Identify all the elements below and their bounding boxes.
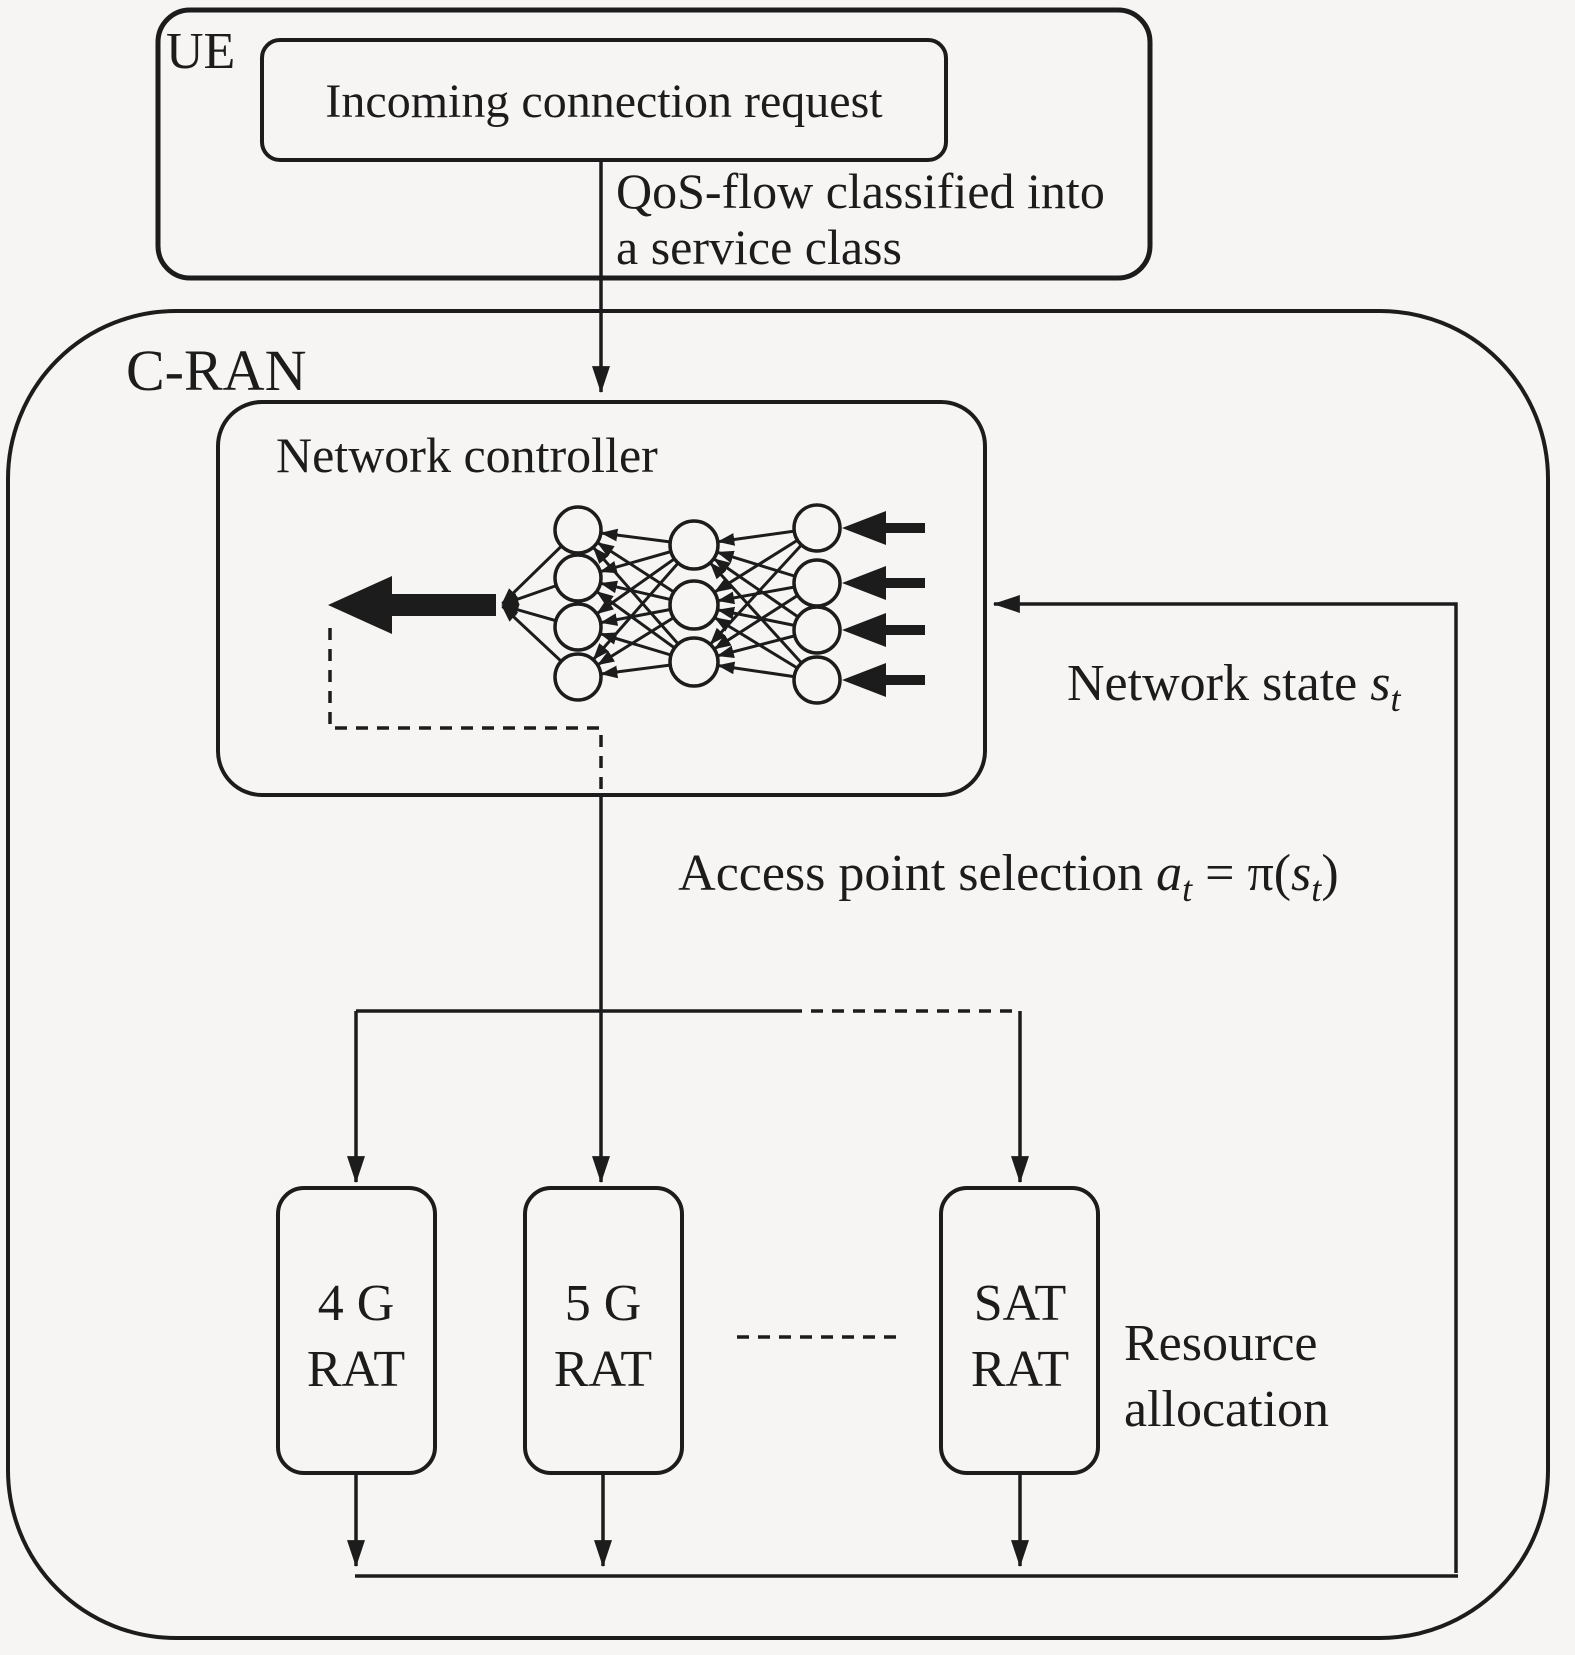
network-controller-label: Network controller bbox=[276, 427, 658, 483]
rat-sat-label-line2: RAT bbox=[971, 1341, 1069, 1398]
cran-box bbox=[6, 309, 1550, 1640]
incoming-request-box bbox=[260, 38, 948, 162]
ue-box bbox=[155, 7, 1153, 281]
rat-sat-label-line1: SAT bbox=[974, 1275, 1066, 1332]
policy-output-thick-arrow bbox=[328, 576, 496, 634]
rat-5g-label-line1: 5 G bbox=[565, 1275, 642, 1332]
qos-label-line1: QoS-flow classified into bbox=[616, 163, 1105, 219]
cran-label: C-RAN bbox=[126, 338, 306, 403]
resource-allocation-label-line1: Resource bbox=[1124, 1315, 1317, 1372]
neural-network-edges bbox=[501, 526, 819, 682]
rat-4g-label-line2: RAT bbox=[307, 1341, 405, 1398]
incoming-request-label: Incoming connection request bbox=[325, 75, 883, 128]
neural-network-graphic bbox=[553, 503, 842, 705]
rat-5g-label-line2: RAT bbox=[554, 1341, 652, 1398]
network-state-input-arrows bbox=[842, 511, 925, 697]
resource-allocation-label-line2: allocation bbox=[1124, 1381, 1329, 1438]
network-state-label: Network state st bbox=[1002, 655, 1440, 723]
network-state-feedback-arrow bbox=[992, 595, 1458, 1573]
rat-4g-label-line1: 4 G bbox=[318, 1275, 395, 1332]
ue-label: UE bbox=[166, 23, 235, 80]
policy-output-dashed-line bbox=[328, 628, 603, 793]
access-point-selection-label: Access point selection at = π(st) bbox=[616, 845, 1378, 909]
qos-label-line2: a service class bbox=[616, 219, 902, 275]
